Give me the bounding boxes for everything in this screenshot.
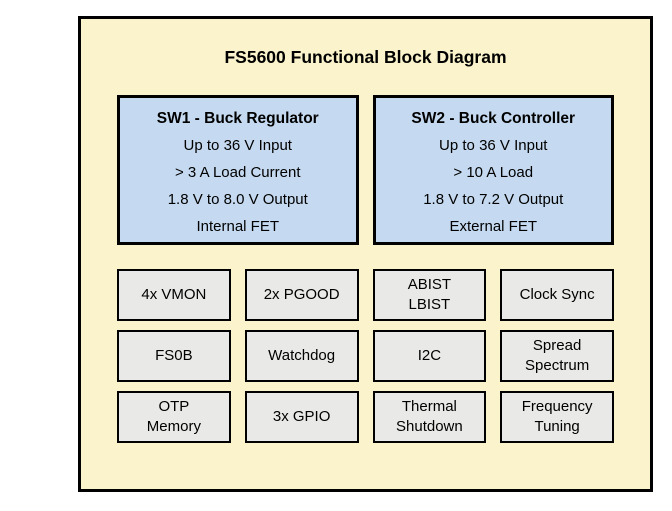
block-diagram-frame: FS5600 Functional Block Diagram SW1 - Bu… xyxy=(78,16,653,492)
sw2-title: SW2 - Buck Controller xyxy=(411,110,576,127)
block-pgood: 2x PGOOD xyxy=(244,269,359,321)
sw1-buck-regulator-block: SW1 - Buck Regulator Up to 36 V Input > … xyxy=(117,95,359,245)
sw2-buck-controller-block: SW2 - Buck Controller Up to 36 V Input >… xyxy=(372,95,614,245)
diagram-title: FS5600 Functional Block Diagram xyxy=(224,47,507,67)
feature-block-grid: 4x VMON 2x PGOOD ABIST LBIST Clock Sync … xyxy=(117,269,614,443)
sw2-spec-load: > 10 A Load xyxy=(453,164,534,181)
block-otp-memory: OTP Memory xyxy=(117,391,231,443)
sw1-title: SW1 - Buck Regulator xyxy=(156,110,319,127)
sw2-spec-output: 1.8 V to 7.2 V Output xyxy=(423,191,564,208)
block-spread-spectrum: Spread Spectrum xyxy=(500,330,614,382)
sw1-spec-input: Up to 36 V Input xyxy=(183,137,292,154)
diagram-content: SW1 - Buck Regulator Up to 36 V Input > … xyxy=(117,95,614,443)
regulator-row: SW1 - Buck Regulator Up to 36 V Input > … xyxy=(117,95,614,245)
block-fs0b: FS0B xyxy=(117,330,231,382)
block-clock-sync: Clock Sync xyxy=(500,269,614,321)
sw1-spec-fet: Internal FET xyxy=(196,218,280,235)
block-abist-lbist: ABIST LBIST xyxy=(372,269,487,321)
block-watchdog: Watchdog xyxy=(244,330,359,382)
block-frequency-tuning: Frequency Tuning xyxy=(500,391,614,443)
sw2-spec-input: Up to 36 V Input xyxy=(439,137,548,154)
block-i2c: I2C xyxy=(372,330,487,382)
block-gpio: 3x GPIO xyxy=(244,391,359,443)
block-vmon: 4x VMON xyxy=(117,269,231,321)
sw1-spec-load: > 3 A Load Current xyxy=(174,164,301,181)
sw1-spec-output: 1.8 V to 8.0 V Output xyxy=(167,191,308,208)
block-thermal-shutdown: Thermal Shutdown xyxy=(372,391,487,443)
sw2-spec-fet: External FET xyxy=(449,218,538,235)
